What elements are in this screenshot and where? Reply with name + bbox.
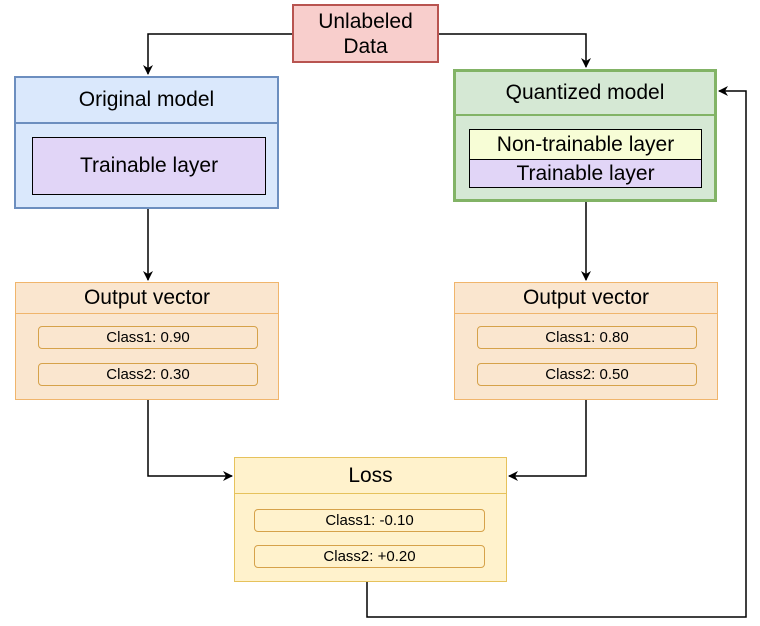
edge-output-right-to-loss	[508, 400, 587, 481]
output-quantized-class1: Class1: 0.80	[477, 326, 697, 349]
output-quantized-class2: Class2: 0.50	[477, 363, 697, 386]
original-model-node: Original model Trainable layer	[14, 76, 279, 209]
loss-title: Loss	[235, 458, 506, 494]
original-trainable-layer: Trainable layer	[32, 137, 266, 195]
output-vector-original-title: Output vector	[16, 283, 278, 314]
output-original-class1: Class1: 0.90	[38, 326, 258, 349]
quantized-trainable-layer: Trainable layer	[469, 159, 702, 188]
output-vector-quantized-node: Output vector Class1: 0.80 Class2: 0.50	[454, 282, 718, 400]
unlabeled-data-label-line2: Data	[343, 34, 388, 58]
loss-class1: Class1: -0.10	[254, 509, 485, 532]
quantized-model-node: Quantized model Non-trainable layer Trai…	[453, 69, 717, 202]
edge-data-to-quantized	[439, 33, 591, 68]
original-model-title: Original model	[16, 78, 277, 124]
edge-loss-feedback-to-quantized	[366, 86, 747, 618]
quantized-non-trainable-layer: Non-trainable layer	[469, 129, 702, 160]
output-vector-quantized-title: Output vector	[455, 283, 717, 314]
edge-output-left-to-loss	[147, 400, 233, 481]
edge-data-to-original	[143, 33, 292, 75]
loss-node: Loss Class1: -0.10 Class2: +0.20	[234, 457, 507, 582]
unlabeled-data-label-line1: Unlabeled	[318, 9, 413, 33]
loss-class2: Class2: +0.20	[254, 545, 485, 568]
unlabeled-data-node: Unlabeled Data	[292, 4, 439, 63]
output-vector-original-node: Output vector Class1: 0.90 Class2: 0.30	[15, 282, 279, 400]
quantized-model-title: Quantized model	[456, 72, 714, 116]
output-original-class2: Class2: 0.30	[38, 363, 258, 386]
